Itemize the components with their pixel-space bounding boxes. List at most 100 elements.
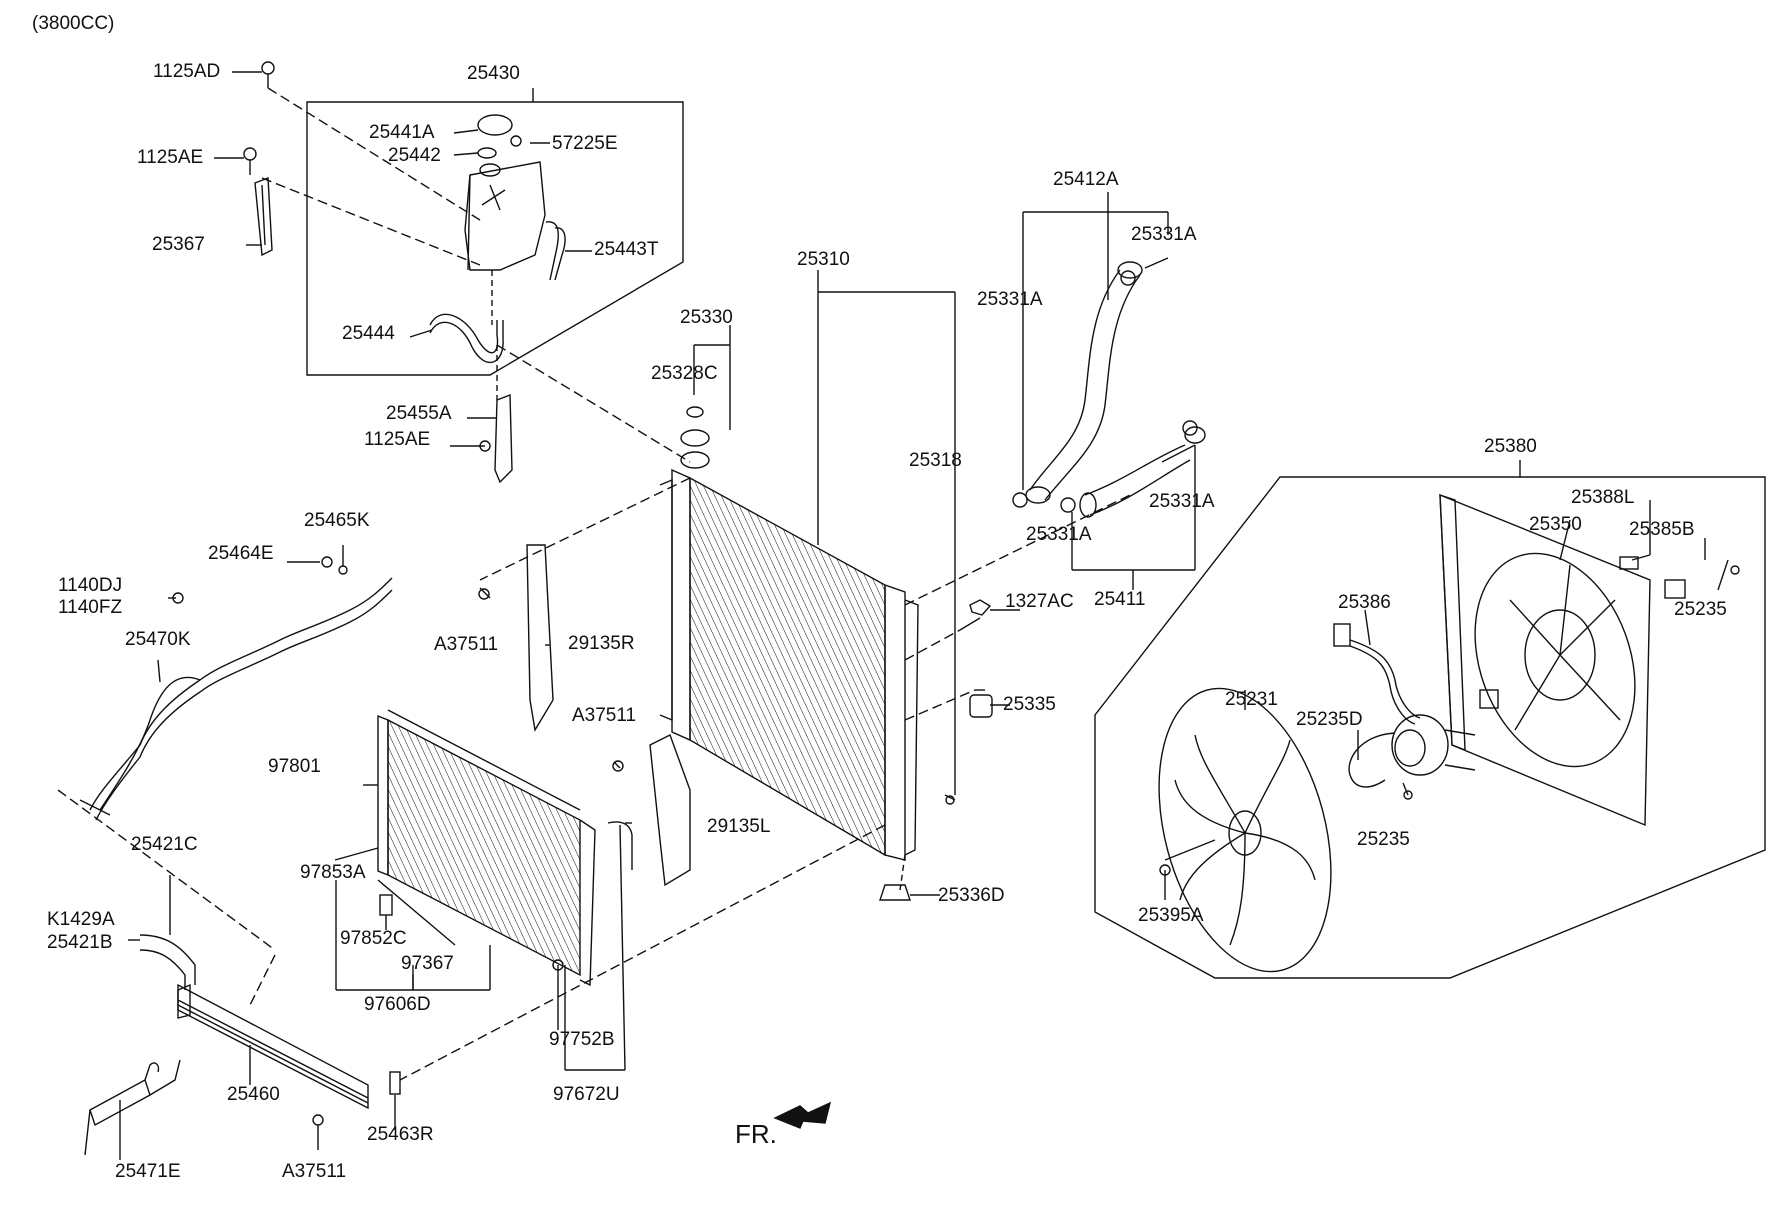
part-label-97752B[interactable]: 97752B	[549, 1029, 615, 1050]
reservoir-tank	[464, 114, 546, 271]
part-label-25421B[interactable]: 25421B	[47, 932, 113, 953]
part-label-25318[interactable]: 25318	[909, 450, 962, 471]
air-guard-29135R-icon	[478, 544, 554, 732]
label-plate-25388L-icon	[1619, 556, 1639, 570]
part-label-25235-b[interactable]: 25235	[1357, 829, 1410, 850]
part-label-1125AE-top[interactable]: 1125AE	[137, 147, 204, 168]
hose-clamps-icon	[1012, 270, 1198, 513]
bracket-25367-icon	[246, 177, 273, 257]
part-label-97367[interactable]: 97367	[401, 953, 454, 974]
sensor-25385B-icon	[1664, 579, 1686, 599]
brackets-25471E-icon	[84, 1059, 181, 1160]
part-label-25386[interactable]: 25386	[1338, 592, 1391, 613]
part-label-29135R[interactable]: 29135R	[568, 633, 635, 654]
condenser-group-lines	[334, 784, 491, 991]
part-label-25444[interactable]: 25444	[342, 323, 395, 344]
part-label-97852C[interactable]: 97852C	[340, 928, 407, 949]
part-label-1140DJ[interactable]: 1140DJ	[58, 575, 123, 596]
pressure-switch-97852C-icon	[379, 894, 393, 930]
screw-25395A-icon	[1159, 864, 1171, 876]
overflow-hose-25443T	[545, 221, 566, 281]
part-label-A37511-b[interactable]: A37511	[572, 705, 637, 726]
part-label-25455A[interactable]: 25455A	[386, 403, 452, 424]
radiator-leaders	[399, 477, 1131, 1081]
part-label-25380[interactable]: 25380	[1484, 436, 1537, 457]
part-label-25441A[interactable]: 25441A	[369, 122, 435, 143]
radiator-core	[659, 468, 919, 861]
connector-25465K-icon	[338, 545, 348, 575]
bracket-25455A-icon	[450, 344, 691, 484]
reservoir-assembly-group	[306, 88, 684, 376]
hose-group-lines	[1022, 192, 1196, 590]
dryer-97672U-icon	[564, 821, 633, 1071]
part-label-25442[interactable]: 25442	[388, 145, 441, 166]
part-label-25388L[interactable]: 25388L	[1571, 487, 1635, 508]
part-label-25421C[interactable]: 25421C	[131, 834, 198, 855]
front-marker-label: FR.	[735, 1119, 777, 1149]
part-label-25464E[interactable]: 25464E	[208, 543, 274, 564]
part-label-25331A-b[interactable]: 25331A	[977, 289, 1043, 310]
part-label-25310[interactable]: 25310	[797, 249, 850, 270]
radiator-cap-25330-icon	[680, 406, 710, 469]
part-label-97853A[interactable]: 97853A	[300, 862, 366, 883]
part-label-25411[interactable]: 25411	[1094, 589, 1146, 610]
part-label-25328C[interactable]: 25328C	[651, 363, 718, 384]
oil-cooler-lines-25470K-icon	[79, 577, 393, 821]
part-label-25231[interactable]: 25231	[1225, 689, 1278, 710]
part-label-25350[interactable]: 25350	[1529, 514, 1582, 535]
part-label-25330[interactable]: 25330	[680, 307, 733, 328]
dryer-97752B-icon	[552, 959, 564, 1030]
part-label-1327AC[interactable]: 1327AC	[1005, 591, 1074, 612]
mount-1327AC-icon	[969, 599, 992, 616]
part-label-25430[interactable]: 25430	[467, 63, 520, 84]
part-label-A37511-a[interactable]: A37511	[434, 634, 499, 655]
bolt-1125AD-icon	[232, 61, 481, 221]
part-label-25331A-d[interactable]: 25331A	[1026, 524, 1092, 545]
fan-shroud-assembly-group	[1094, 460, 1766, 979]
part-label-25367[interactable]: 25367	[152, 234, 205, 255]
reservoir-cap-icon	[510, 135, 522, 147]
leader-25470K	[157, 659, 161, 683]
part-label-1125AE-bottom[interactable]: 1125AE	[364, 429, 431, 450]
bolt-1125AE-top-icon	[214, 147, 481, 266]
radiator-drain-25318-icon	[944, 794, 956, 805]
oil-cooler-25460-icon	[177, 983, 369, 1110]
part-label-A37511-c[interactable]: A37511	[282, 1161, 347, 1182]
part-label-25235-a[interactable]: 25235	[1674, 599, 1727, 620]
part-label-1140FZ[interactable]: 1140FZ	[58, 597, 123, 618]
part-label-97801[interactable]: 97801	[268, 756, 321, 777]
part-label-29135L[interactable]: 29135L	[707, 816, 771, 837]
part-label-57225E[interactable]: 57225E	[552, 133, 618, 154]
part-label-25463R[interactable]: 25463R	[367, 1124, 434, 1145]
part-label-1125AD[interactable]: 1125AD	[153, 61, 221, 82]
insulator-25336D-icon	[879, 884, 911, 901]
bolt-25235-icon	[1403, 565, 1740, 800]
insulator-25335-icon	[969, 689, 993, 718]
part-label-25336D[interactable]: 25336D	[938, 885, 1005, 906]
part-label-97606D[interactable]: 97606D	[364, 994, 431, 1015]
part-label-25235D[interactable]: 25235D	[1296, 709, 1363, 730]
front-direction-arrow-icon	[773, 1101, 832, 1129]
part-label-25385B[interactable]: 25385B	[1629, 519, 1695, 540]
leaders-reservoir	[409, 129, 592, 419]
part-label-25443T[interactable]: 25443T	[594, 239, 659, 260]
part-label-97672U[interactable]: 97672U	[553, 1084, 620, 1105]
wiring-25386-icon	[1333, 623, 1421, 788]
hose-25421C-icon	[57, 789, 276, 1006]
part-label-25412A[interactable]: 25412A	[1053, 169, 1119, 190]
part-label-25465K[interactable]: 25465K	[304, 510, 370, 531]
part-label-25470K[interactable]: 25470K	[125, 629, 191, 650]
fan-shroud-leaders	[1164, 500, 1729, 900]
engine-variant-label: (3800CC)	[32, 13, 115, 34]
part-label-25471E[interactable]: 25471E	[115, 1161, 181, 1182]
part-label-25335[interactable]: 25335	[1003, 694, 1056, 715]
upper-hose-25412A-icon	[1025, 261, 1143, 504]
bolt-1140DJ-icon	[168, 592, 184, 604]
part-label-25331A-a[interactable]: 25331A	[1131, 224, 1197, 245]
part-label-25460[interactable]: 25460	[227, 1084, 280, 1105]
part-label-25395A[interactable]: 25395A	[1138, 905, 1204, 926]
part-label-25331A-c[interactable]: 25331A	[1149, 491, 1215, 512]
fan-shroud-25350-icon	[1439, 493, 1651, 827]
part-label-K1429A[interactable]: K1429A	[47, 909, 115, 930]
